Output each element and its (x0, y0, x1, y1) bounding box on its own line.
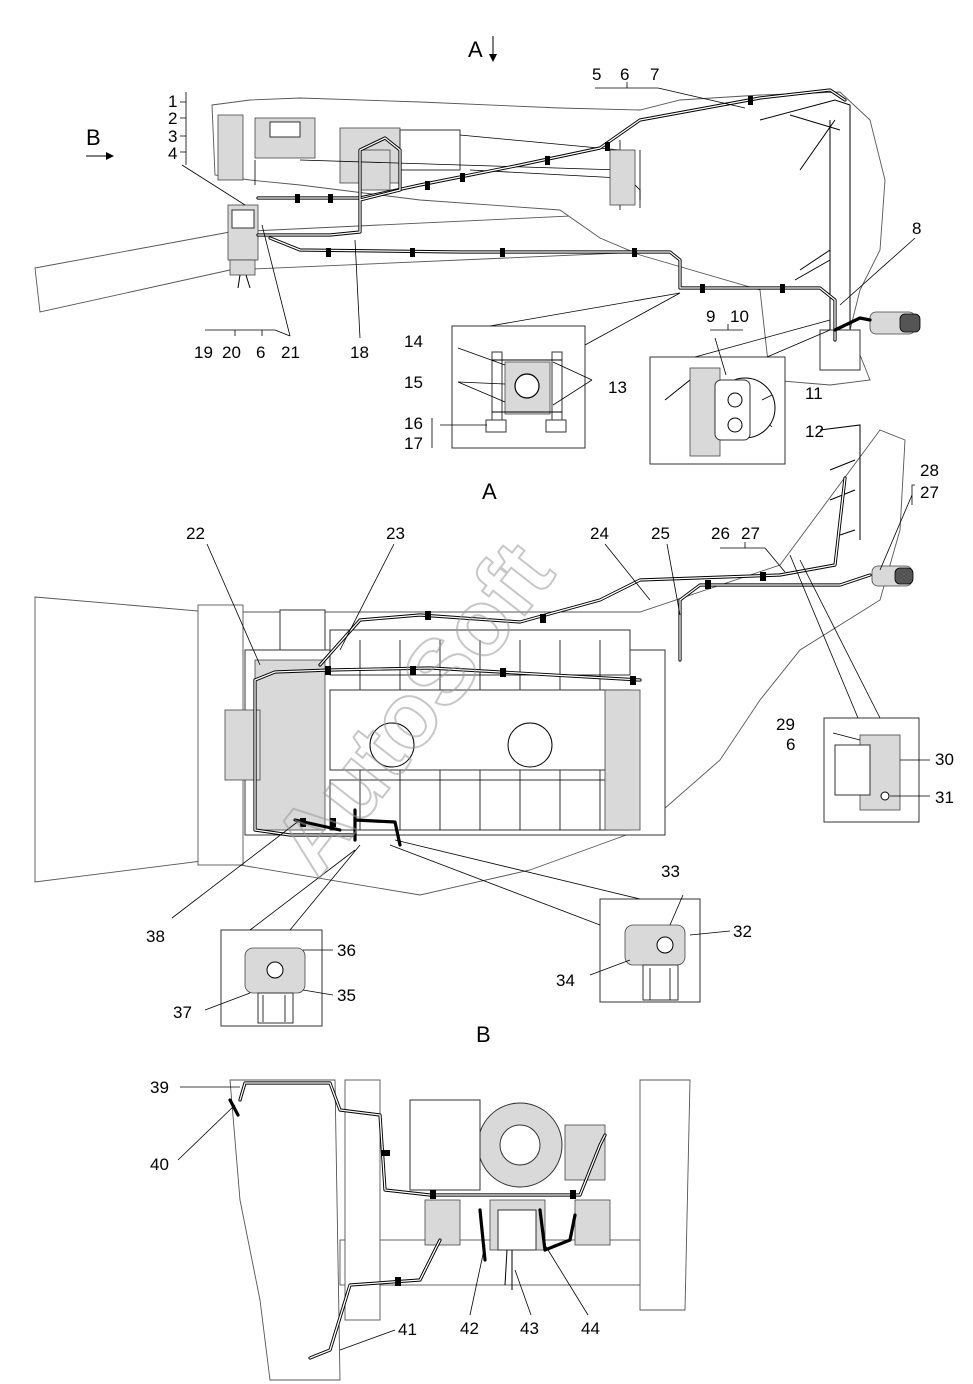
svg-text:B: B (86, 125, 101, 150)
detail-35-37 (204, 844, 361, 1027)
callout-44: 44 (581, 1319, 600, 1338)
callout-9: 9 (706, 307, 715, 326)
callout-34: 34 (556, 971, 575, 990)
callout-21: 21 (281, 343, 300, 362)
leaders-a (171, 484, 915, 919)
fuel-filter (227, 204, 259, 289)
callout-42: 42 (460, 1319, 479, 1338)
callout-16: 16 (404, 414, 423, 433)
callout-6b: 6 (256, 343, 265, 362)
callout-12: 12 (805, 422, 824, 441)
callout-17: 17 (404, 434, 423, 453)
callout-15: 15 (404, 373, 423, 392)
callout-25: 25 (651, 524, 670, 543)
callout-36: 36 (337, 941, 356, 960)
detail-connector (649, 319, 831, 465)
callout-6a: 6 (620, 65, 629, 84)
callout-2: 2 (168, 109, 177, 128)
callout-22: 22 (186, 524, 205, 543)
callout-27a: 27 (741, 524, 760, 543)
callout-18: 18 (350, 343, 369, 362)
svg-text:A: A (468, 37, 483, 62)
callout-7: 7 (650, 65, 659, 84)
detail-29-31 (789, 554, 930, 823)
view-arrow-b: B (86, 125, 114, 160)
rear-bracket (759, 99, 921, 371)
callout-27b: 27 (920, 483, 939, 502)
callout-43: 43 (520, 1319, 539, 1338)
frame-left-b (229, 1079, 341, 1381)
pipe-clamps-a (300, 572, 766, 827)
rear-bracket-a (819, 424, 914, 587)
callout-35: 35 (337, 986, 356, 1005)
leaders-b (177, 1086, 589, 1351)
pipe-clamps-side (295, 96, 785, 293)
side-view: A B (34, 36, 921, 465)
callout-3: 3 (168, 127, 177, 146)
callout-numbers: 1 2 3 4 5 6 7 8 9 10 11 12 13 14 15 16 1… (146, 65, 954, 1339)
callout-29: 29 (776, 715, 795, 734)
callout-32: 32 (733, 922, 752, 941)
callout-23: 23 (386, 524, 405, 543)
callout-20: 20 (222, 343, 241, 362)
callout-30: 30 (935, 750, 954, 769)
callout-38: 38 (146, 927, 165, 946)
callout-40: 40 (150, 1155, 169, 1174)
callout-41: 41 (398, 1320, 417, 1339)
callout-11: 11 (805, 384, 823, 403)
callout-8: 8 (912, 219, 921, 238)
callout-37: 37 (173, 1003, 192, 1022)
callout-28: 28 (920, 461, 939, 480)
engine-details (217, 114, 641, 210)
frame-post-b (344, 1079, 381, 1321)
view-title-b: B (476, 1022, 491, 1047)
view-b (177, 1079, 691, 1381)
callout-5: 5 (592, 65, 601, 84)
callout-14: 14 (404, 332, 423, 351)
callout-31: 31 (935, 788, 954, 807)
leaders-side (180, 82, 916, 339)
view-a (34, 424, 930, 1027)
callout-10: 10 (730, 307, 749, 326)
callout-1: 1 (168, 92, 177, 111)
view-arrow-a: A (468, 36, 497, 62)
frame-right-b (639, 1079, 691, 1311)
callout-24: 24 (590, 524, 609, 543)
pipe-clamps-b (381, 1150, 576, 1286)
fuel-lines-side (256, 88, 872, 342)
callout-19: 19 (194, 343, 213, 362)
frame-rail-a (34, 596, 211, 883)
callout-4: 4 (168, 144, 177, 163)
callout-26: 26 (711, 524, 730, 543)
callout-39: 39 (150, 1078, 169, 1097)
callout-13: 13 (608, 378, 627, 397)
view-title-a: A (482, 479, 497, 504)
detail-32-34 (389, 839, 731, 1003)
detail-clamp (431, 292, 681, 449)
callout-6c: 6 (786, 735, 795, 754)
callout-33: 33 (661, 862, 680, 881)
